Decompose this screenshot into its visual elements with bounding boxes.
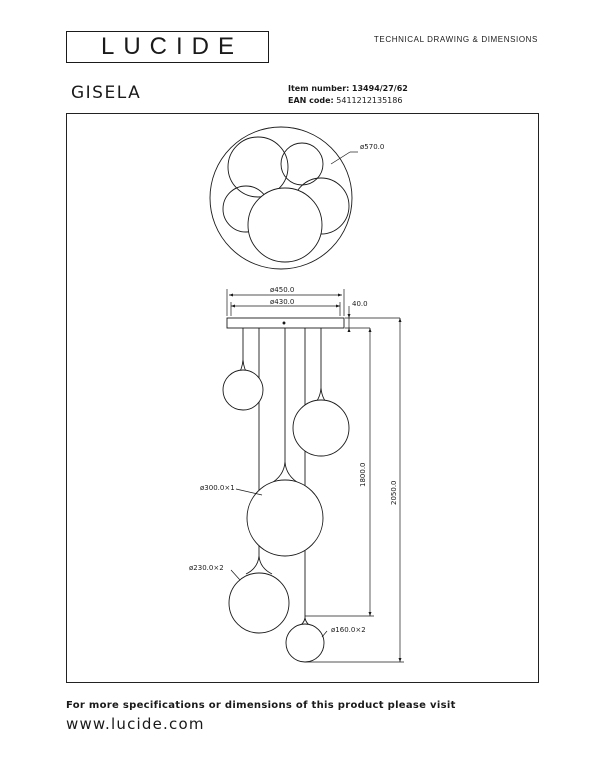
globe-1: [222, 359, 264, 411]
item-number-label: Item number:: [288, 84, 350, 93]
canopy-dimension-lines: [226, 289, 400, 330]
globe-3: [246, 461, 324, 557]
drop-total-label: 2050.0: [390, 481, 398, 506]
globe-medium-label: ø230.0×2: [189, 564, 224, 572]
dimension-arrows: [229, 293, 402, 662]
canopy-outer-label: ø450.0: [270, 286, 294, 294]
height-dimension-lines: [305, 318, 404, 663]
canopy-inner-label: ø430.0: [270, 298, 294, 306]
technical-drawing-frame: [66, 113, 539, 683]
logo-text: LUCIDE: [100, 33, 244, 60]
canopy: [226, 317, 345, 329]
canopy-top-diameter-label: ø570.0: [360, 143, 384, 151]
globe-small-label: ø160.0×2: [331, 626, 366, 634]
ean-value: 5411212135186: [336, 96, 403, 105]
item-number-value: 13494/27/62: [351, 84, 408, 93]
document-type: TECHNICAL DRAWING & DIMENSIONS: [373, 35, 538, 44]
canopy-top-outline: [209, 126, 353, 270]
footer-url[interactable]: www.lucide.com: [66, 715, 205, 733]
item-number-row: Item number: 13494/27/62: [288, 83, 408, 95]
ean-label: EAN code:: [288, 96, 334, 105]
ean-row: EAN code: 5411212135186: [288, 95, 408, 107]
product-meta: Item number: 13494/27/62 EAN code: 54112…: [288, 83, 408, 107]
globe-5: [285, 617, 325, 663]
product-name: GISELA: [71, 83, 142, 103]
globe-leader-lines: [230, 488, 328, 638]
brand-logo: LUCIDE: [66, 31, 269, 63]
footer-note: For more specifications or dimensions of…: [66, 700, 456, 711]
globe-2: [292, 387, 350, 457]
globe-4: [228, 555, 290, 634]
canopy-height-label: 40.0: [352, 300, 368, 308]
drop-min-label: 1800.0: [359, 463, 367, 488]
globe-large-label: ø300.0×1: [200, 484, 235, 492]
top-view: [209, 126, 358, 270]
